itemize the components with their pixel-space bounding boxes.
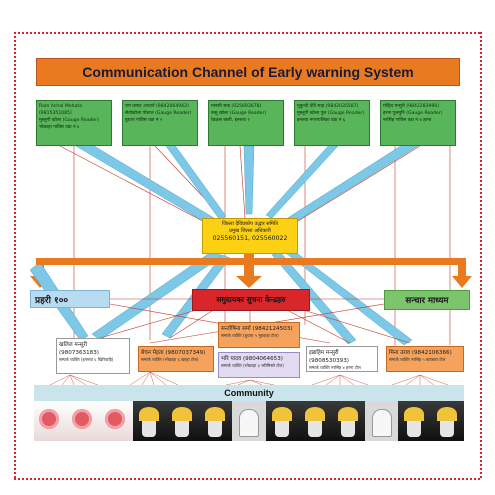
arrow-reader-3 [243,145,255,215]
megaphone-image [232,401,266,441]
contact-3-name: सन्तोषिना सर्मा (9842124503) [221,326,293,332]
dotted-frame-bottom [14,478,480,480]
warning-device-image [100,401,134,441]
siren-image [133,401,167,441]
reader-line-1 [59,145,213,227]
reader-5-station: हरना पुलमुनि (Gauge Reader) [383,111,443,116]
reader-line-5 [289,145,421,227]
reader-1-location: भोक्राहा गाविस वडा नं ६ [39,125,80,130]
community-banner: Community [34,385,464,401]
committee-phone: 025560151, 025560022 [212,235,288,242]
hub-line-2 [169,308,216,339]
contact-4-area: सम्पर्क व्यक्ति (भोक्राहा ३ भरिमिस्ले टो… [221,363,284,368]
contact-1-name: खलिल मन्सुरी [59,342,88,348]
committee-name: जिल्ला दैविप्रकोप उद्धार समिति [221,221,279,227]
contact-person-1: खलिल मन्सुरी (9807363183) सम्पर्क व्यक्त… [56,338,130,374]
reader-2-station: सेतोखोला पोस्टल (Gauge Reader) [125,111,192,116]
reader-3-station: कसु खोला (Gauge Reader) [211,111,267,116]
contact-2-area: सम्पर्क व्यक्ति (भोक्राहा ६ खरहा टोल) [141,357,199,362]
hub-line-5 [284,308,351,344]
warning-device-image [34,401,68,441]
contact-2-name: बेचन मेहता (9807037349) [141,350,206,356]
siren-image [430,401,465,441]
hub-line-1 [99,308,201,339]
police-box: प्रहरी १०० [30,290,110,308]
gauge-reader-2: राम प्रसाद आचार्य (9842064942) सेतोखोला … [122,100,198,146]
district-committee-box: जिल्ला दैविप्रकोप उद्धार समिति प्रमुख जि… [202,218,298,254]
contact-person-2: बेचन मेहता (9807037349) सम्पर्क व्यक्ति … [138,346,214,372]
reader-4-location: इनरुवा नगरपालिका वडा नं ६ [297,118,346,123]
siren-image [397,401,431,441]
contact-5-area: सम्पर्क व्यक्ति नरसिंह ४ हरना टोल [309,365,361,370]
diagram-title: Communication Channel of Early warning S… [82,64,414,80]
hub-label: समुदायका सुचना केन्द्रहरु [216,295,286,304]
orange-head-right [452,276,472,288]
contact-6-area: सम्पर्क व्यक्ति नरसिंह ५ कठबारा टोल [389,357,446,362]
contact-1-phone: (9807363183) [59,350,99,356]
distribution-bar [36,258,466,265]
orange-drop-right [458,258,466,278]
title-banner: Communication Channel of Early warning S… [36,58,460,86]
community-lines [49,371,449,386]
community-info-center: समुदायका सुचना केन्द्रहरु [192,289,310,311]
reader-1-name: Ram Achal Mehata (9815351085) [39,104,83,116]
arrow-reader-5 [285,139,419,225]
contact-person-5: इब्राहिम मन्सुरी (9808530393) सम्पर्क व्… [306,346,378,372]
siren-image [331,401,365,441]
reader-2-name: राम प्रसाद आचार्य (9842064942) [125,104,189,109]
warning-device-image [67,401,101,441]
reader-5-location: नरसिंह गाविस वडा नं ४ हरना [383,118,432,123]
reader-arrows [75,139,419,225]
contact-1-area: सम्पर्क व्यक्ति (इनरुवा ६ खिरिवाहि) [59,357,114,362]
reader-2-location: बुधारा गाविस वडा नं २ [125,118,163,123]
police-label: प्रहरी १०० [35,295,69,306]
arrow-reader-4 [265,143,339,219]
contact-person-6: मिना उराव (9842106366) सम्पर्क व्यक्ति न… [386,346,464,372]
contact-3-area: सम्पर्क व्यक्ति (बुधारा ५ मुडवाहा टोल) [221,333,279,338]
reader-5-name: मोहिद मन्सुरी (9842283990) [383,104,440,109]
dotted-frame-right [480,32,482,478]
contact-4-name: भरि यादव (9804064653) [221,356,283,362]
siren-image [199,401,233,441]
contact-5-name: इब्राहिम मन्सुरी (9808530393) [309,350,349,364]
contact-person-3: सन्तोषिना सर्मा (9842124503) सम्पर्क व्य… [218,322,300,348]
siren-image [265,401,299,441]
gauge-reader-5: मोहिद मन्सुरी (9842283990) हरना पुलमुनि … [380,100,456,146]
gauge-reader-1: Ram Achal Mehata (9815351085) मुस्लुगी ख… [36,100,112,146]
siren-image [166,401,200,441]
gauge-reader-4: मुकुन्दी देवि साह (9842035587) मुस्लुगी … [294,100,370,146]
orange-drop-center [244,254,254,278]
committee-officer: प्रमुख जिल्ला अधिकारी [229,228,271,234]
media-label: सन्चार माध्यम [405,295,449,306]
gauge-reader-3: मानसी साह (025693678) कसु खोला (Gauge Re… [208,100,284,146]
contact-person-4: भरि यादव (9804064653) सम्पर्क व्यक्ति (भ… [218,352,300,378]
community-image-strip [34,401,465,441]
reader-3-name: मानसी साह (025693678) [211,104,262,109]
reader-line-3 [239,145,246,219]
orange-head-center [236,276,262,288]
reader-4-name: मुकुन्दी देवि साह (9842035587) [297,104,359,109]
community-label: Community [224,388,274,398]
megaphone-image [364,401,398,441]
siren-image [298,401,332,441]
media-box: सन्चार माध्यम [384,290,470,310]
dotted-frame-left [14,32,16,478]
dotted-frame-top [14,32,480,34]
reader-4-station: मुस्लुगी खोला पुल (Gauge Reader) [297,111,365,116]
reader-1-station: मुस्लुगी खोला (Gauge Reader) [39,118,99,123]
contact-6-name: मिना उराव (9842106366) [389,350,452,356]
reader-3-location: रेडक्रस बस्ती, इनरुवा २ [211,118,250,123]
